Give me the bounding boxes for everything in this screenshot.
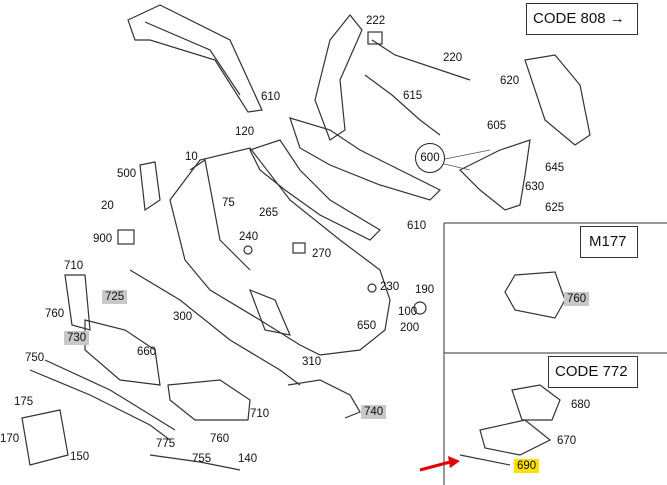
part-300-trim [129, 269, 301, 386]
part-label-610a: 610 [261, 91, 281, 103]
m177-insert [504, 271, 566, 319]
red-arrow [419, 460, 451, 472]
part-label-710a: 710 [64, 260, 84, 272]
part-label-240: 240 [239, 231, 259, 243]
code772-label: CODE 772 [555, 363, 628, 380]
part-230-bolt [367, 283, 377, 293]
code772-grille [479, 419, 552, 456]
part-label-725: 725 [102, 290, 128, 304]
code808-box: CODE 808 → [526, 3, 638, 35]
part-120-carrier [249, 139, 381, 241]
part-600-bracket [458, 139, 531, 211]
part-label-230: 230 [380, 281, 400, 293]
part-label-755: 755 [192, 453, 212, 465]
part-label-645: 645 [545, 162, 565, 174]
part-610-top-bar [127, 4, 263, 113]
part-label-670: 670 [557, 435, 577, 447]
part-label-900: 900 [93, 233, 113, 245]
leader-600 [439, 149, 491, 161]
part-label-175: 175 [14, 396, 34, 408]
part-label-20: 20 [101, 200, 114, 212]
part-190-sensor [413, 301, 427, 315]
part-label-615: 615 [403, 90, 423, 102]
part-label-265: 265 [259, 207, 279, 219]
leader-600b [439, 162, 471, 171]
part-label-500: 500 [117, 168, 137, 180]
part-label-690: 690 [514, 459, 540, 473]
part-label-650: 650 [357, 320, 377, 332]
part-label-625: 625 [545, 202, 565, 214]
part-220-wire [371, 39, 471, 81]
part-label-190: 190 [415, 284, 435, 296]
part-label-730: 730 [64, 331, 90, 345]
part-label-222: 222 [366, 15, 386, 27]
part-label-170: 170 [0, 433, 20, 445]
part-660-grille [84, 319, 161, 386]
part-sensor-bracket [314, 14, 363, 141]
part-270-clip [292, 242, 306, 254]
part-label-200: 200 [400, 322, 420, 334]
part-710-right [167, 379, 251, 421]
part-755-strip [149, 454, 241, 471]
part-label-600: 600 [415, 143, 445, 173]
part-620-bracket [524, 54, 591, 146]
part-label-760a: 760 [45, 308, 65, 320]
part-740-trim [287, 379, 361, 419]
part-label-760c: 760 [564, 292, 590, 306]
part-label-270: 270 [312, 248, 332, 260]
part-label-75: 75 [222, 197, 235, 209]
part-222 [367, 31, 383, 45]
part-label-710b: 710 [250, 408, 270, 420]
part-150-plate [21, 409, 69, 466]
m177-box: M177 [580, 226, 638, 258]
part-label-740: 740 [361, 405, 387, 419]
red-arrowhead [448, 456, 460, 468]
part-900 [117, 229, 135, 245]
part-label-150: 150 [70, 451, 90, 463]
code772-insert [511, 384, 561, 421]
part-label-630: 630 [525, 181, 545, 193]
part-label-100: 100 [398, 306, 418, 318]
part-label-300: 300 [173, 311, 193, 323]
part-label-660: 660 [137, 346, 157, 358]
part-750-strip [29, 369, 171, 441]
part-label-750: 750 [25, 352, 45, 364]
part-label-310: 310 [302, 356, 322, 368]
m177-label: M177 [589, 233, 627, 250]
part-label-775: 775 [156, 438, 176, 450]
part-615-strip [364, 74, 441, 136]
part-500 [139, 161, 161, 212]
part-label-120: 120 [235, 126, 255, 138]
part-label-680: 680 [571, 399, 591, 411]
part-300-bumper-cover [169, 147, 391, 356]
part-bumper-vent [248, 288, 292, 336]
part-label-620: 620 [500, 75, 520, 87]
part-bumper-edge [189, 158, 251, 271]
code772-box: CODE 772 [548, 356, 638, 388]
part-label-605: 605 [487, 120, 507, 132]
part-710-left [64, 274, 91, 331]
part-240-clip [243, 245, 253, 255]
part-label-140: 140 [238, 453, 258, 465]
part-label-10: 10 [185, 151, 198, 163]
code808-label: CODE 808 → [533, 10, 625, 27]
part-610-absorber [289, 117, 442, 201]
code772-strip [459, 454, 511, 466]
part-label-220: 220 [443, 52, 463, 64]
part-610-top-bar-detail [144, 21, 241, 96]
part-label-760b: 760 [210, 433, 230, 445]
part-775-strip [44, 359, 176, 431]
part-label-610b: 610 [407, 220, 427, 232]
